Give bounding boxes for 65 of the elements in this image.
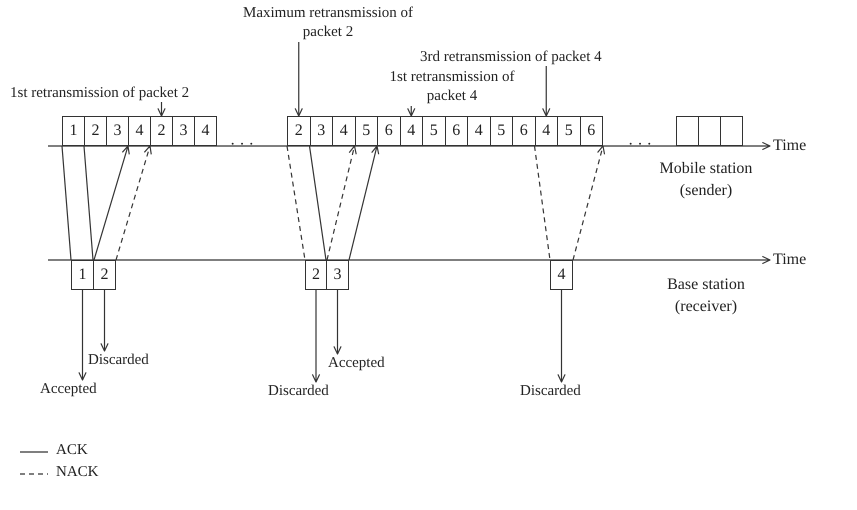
received-packet-box: 2 (305, 260, 327, 290)
packet-box: 3 (172, 116, 195, 146)
transmission-line (308, 146, 327, 260)
station-label: Mobile station (sender) (658, 159, 754, 201)
transmission-line (286, 146, 306, 260)
station-label: Base station (receiver) (666, 275, 746, 317)
outcome-label: Discarded (268, 382, 329, 400)
packet-box: 5 (354, 116, 378, 146)
leader-arrow (542, 66, 550, 117)
outcome-label: Discarded (520, 382, 581, 400)
empty-packet-box (676, 116, 699, 146)
leader-arrow (157, 102, 166, 117)
packet-box: 4 (534, 116, 558, 146)
annotation-text: Maximum retransmission of packet 2 (238, 4, 418, 42)
outcome-arrow (100, 290, 109, 352)
transmission-line (83, 146, 94, 260)
feedback-arrow (115, 145, 152, 260)
packet-box: 2 (84, 116, 107, 146)
packet-box: 4 (332, 116, 356, 146)
annotation-text: 1st retransmission of packet 2 (10, 84, 190, 102)
packet-box: 6 (512, 116, 536, 146)
axis-label: Time (773, 137, 806, 155)
feedback-arrow (572, 145, 606, 260)
packet-box: 3 (106, 116, 129, 146)
packet-box: 4 (467, 116, 490, 146)
annotation-text: 3rd retransmission of packet 4 (420, 48, 602, 66)
feedback-arrow (326, 145, 357, 260)
feedback-arrow (348, 145, 380, 260)
empty-packet-box (720, 116, 743, 146)
packet-box: 1 (62, 116, 85, 146)
annotation-text: 1st retransmission of packet 4 (372, 68, 532, 106)
packet-box: 4 (128, 116, 151, 146)
received-packet-box: 1 (71, 260, 94, 290)
packet-box: 4 (400, 116, 423, 146)
outcome-arrow (78, 290, 87, 381)
outcome-arrow (312, 290, 320, 383)
feedback-arrow (93, 145, 130, 260)
packet-box: 5 (422, 116, 446, 146)
outcome-label: Accepted (40, 380, 97, 398)
ellipsis-dots: · · · (230, 136, 254, 154)
legend-label: ACK (56, 442, 88, 459)
packet-box: 5 (557, 116, 580, 146)
received-packet-box: 4 (550, 260, 573, 290)
outcome-label: Accepted (328, 354, 385, 372)
packet-box: 6 (377, 116, 400, 146)
packet-box: 4 (194, 116, 217, 146)
outcome-arrow (557, 290, 566, 383)
leader-arrow (407, 106, 416, 117)
ellipsis-dots: · · · (628, 136, 652, 154)
outcome-label: Discarded (88, 351, 149, 369)
received-packet-box: 2 (93, 260, 116, 290)
legend-label: NACK (56, 464, 99, 481)
packet-box: 5 (490, 116, 513, 146)
leader-arrow (294, 42, 303, 117)
packet-box: 6 (580, 116, 603, 146)
received-packet-box: 3 (326, 260, 349, 290)
outcome-arrow (333, 290, 342, 355)
axis-label: Time (773, 251, 806, 269)
packet-box: 3 (310, 116, 333, 146)
transmission-line (61, 146, 72, 260)
transmission-line (534, 146, 551, 260)
packet-box: 2 (150, 116, 173, 146)
packet-box: 6 (444, 116, 468, 146)
empty-packet-box (698, 116, 721, 146)
packet-box: 2 (287, 116, 310, 146)
